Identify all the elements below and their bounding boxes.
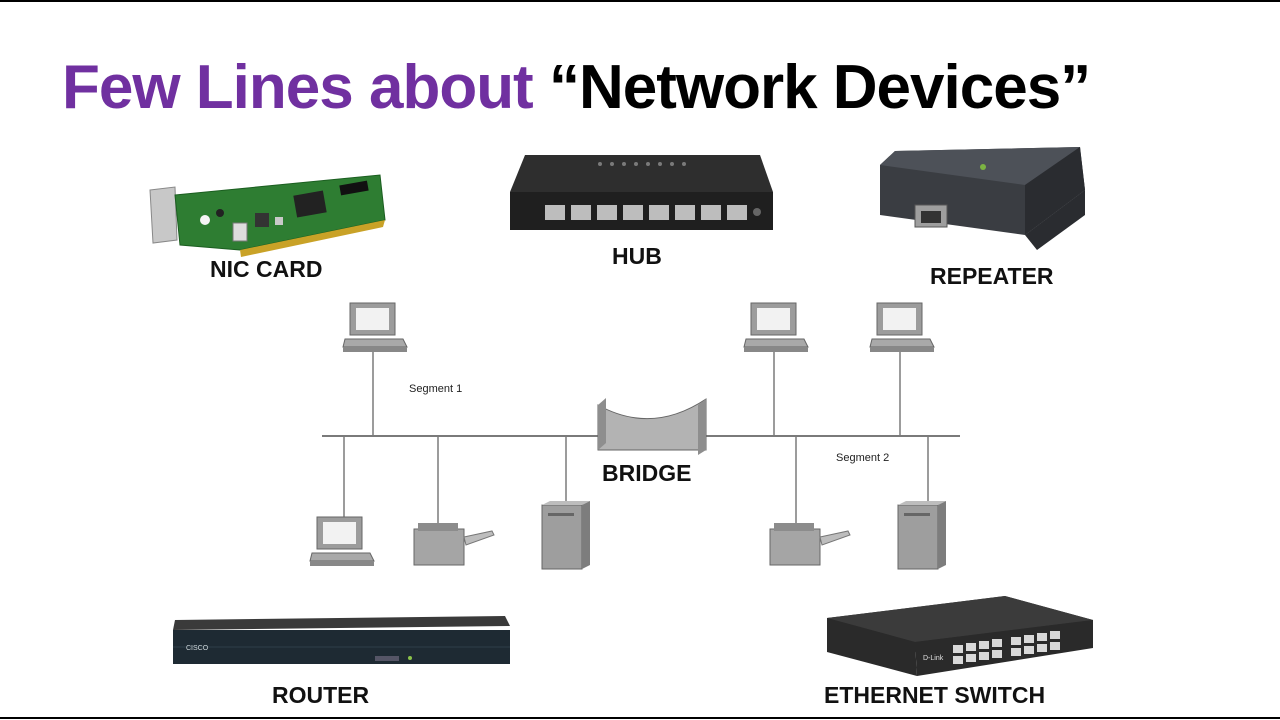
segment-1-label: Segment 1	[409, 383, 463, 395]
ethernet-switch-image: D-Link	[827, 596, 1093, 676]
bridge-label: BRIDGE	[602, 460, 692, 486]
computer-icon	[743, 302, 809, 352]
network-diagram	[309, 302, 960, 570]
nic-card-label: NIC CARD	[210, 256, 323, 282]
server-icon	[541, 501, 590, 570]
repeater-label: REPEATER	[930, 263, 1054, 289]
computer-icon	[309, 516, 375, 566]
segment-2-label: Segment 2	[836, 452, 890, 464]
repeater-image	[880, 147, 1085, 250]
title-part-black: “Network Devices”	[548, 53, 1091, 122]
hub-image	[510, 155, 773, 230]
slide-title: Few Lines about “Network Devices”	[62, 52, 1091, 123]
hub-label: HUB	[612, 243, 662, 269]
nic-card-image	[149, 174, 386, 257]
printer-icon	[769, 523, 851, 566]
router-label: ROUTER	[272, 682, 370, 708]
computer-icon	[869, 302, 935, 352]
switch-logo: D-Link	[923, 655, 944, 662]
router-logo: CISCO	[186, 645, 209, 652]
printer-icon	[413, 523, 495, 566]
title-part-purple: Few Lines about	[62, 53, 549, 122]
top-border	[0, 0, 1280, 2]
computer-icon	[342, 302, 408, 352]
router-image: CISCO	[173, 616, 510, 664]
ethernet-switch-label: ETHERNET SWITCH	[824, 682, 1046, 708]
switch-ports	[953, 631, 1060, 664]
server-icon	[897, 501, 946, 570]
hub-ports	[545, 205, 747, 220]
bottom-border	[0, 717, 1280, 719]
bridge-icon	[597, 398, 707, 455]
